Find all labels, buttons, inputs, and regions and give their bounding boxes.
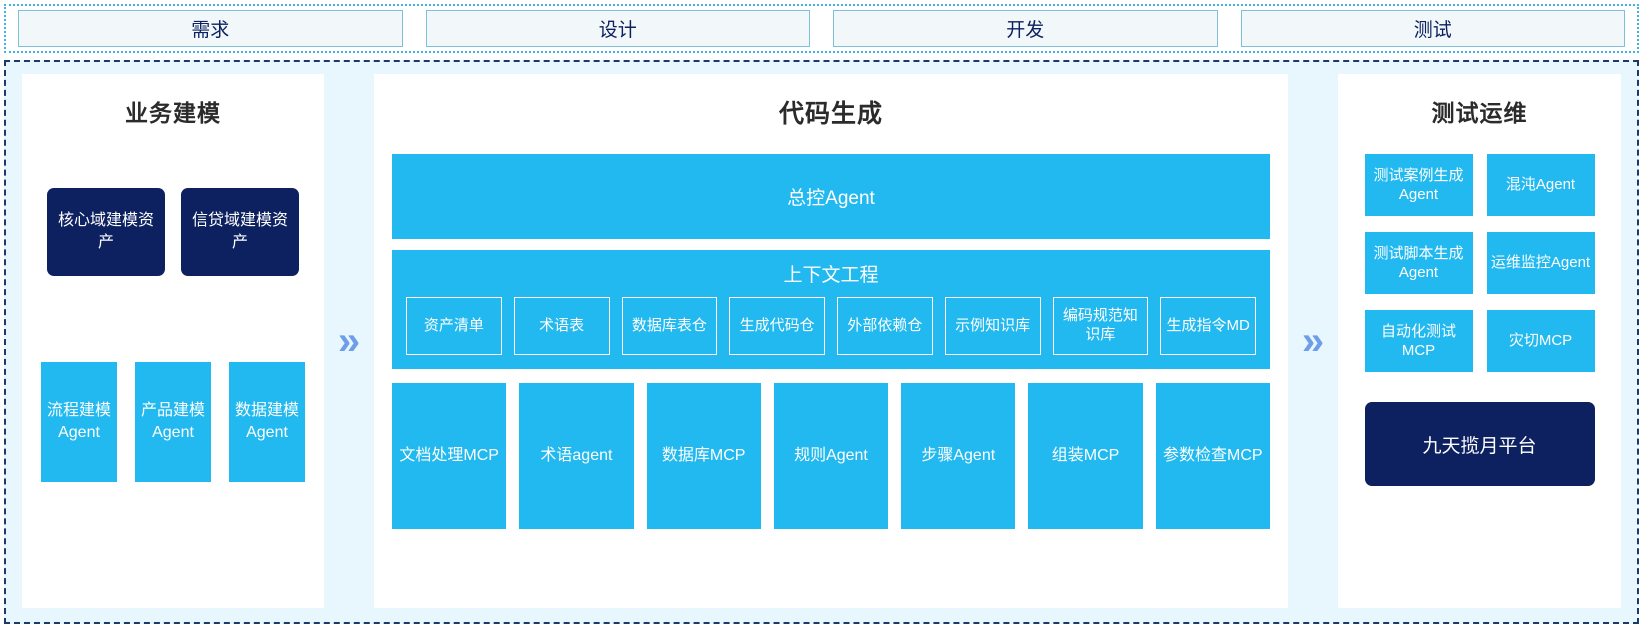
agent-process-modeling[interactable]: 流程建模Agent [41, 362, 117, 482]
asset-credit-domain-modeling[interactable]: 信贷域建模资产 [181, 188, 299, 276]
test-case-generation-agent[interactable]: 测试案例生成Agent [1364, 154, 1473, 216]
tool-label: 文档处理MCP [399, 447, 499, 465]
context-item-example-knowledge-base[interactable]: 示例知识库 [944, 297, 1041, 355]
platform-label: 九天揽月平台 [1422, 435, 1537, 457]
tool-label: 组装MCP [1051, 447, 1120, 465]
context-item-label: 数据库表仓 [631, 316, 707, 334]
asset-label: 核心域建模资产 [57, 212, 154, 251]
agent-label: 数据建模Agent [234, 401, 299, 441]
phase-label: 测试 [1413, 20, 1452, 41]
context-item-coding-standard-knowledge-base[interactable]: 编码规范知识库 [1052, 297, 1149, 355]
tool-label: 规则Agent [794, 447, 868, 465]
tool-document-processing-mcp[interactable]: 文档处理MCP [392, 383, 507, 529]
context-item-asset-list[interactable]: 资产清单 [406, 297, 502, 355]
panel-title-code-generation: 代码生成 [778, 100, 883, 128]
context-item-label: 生成代码仓 [739, 316, 815, 334]
business-assets-row: 核心域建模资产 信贷域建模资产 [47, 188, 299, 276]
phase-box-development[interactable]: 开发 [833, 10, 1218, 47]
test-operations-grid: 测试案例生成Agent 混沌Agent 测试脚本生成Agent 运维监控Agen… [1364, 154, 1595, 372]
context-item-generation-instruction-md[interactable]: 生成指令MD [1160, 297, 1256, 355]
tool-label: 步骤Agent [921, 447, 996, 465]
context-item-glossary[interactable]: 术语表 [513, 297, 610, 355]
panel-business-modeling: 业务建模 核心域建模资产 信贷域建模资产 流程建模Agent 产品建模Agent… [22, 74, 324, 608]
main-diagram-area: 业务建模 核心域建模资产 信贷域建模资产 流程建模Agent 产品建模Agent… [4, 60, 1639, 624]
tool-assembly-mcp[interactable]: 组装MCP [1028, 383, 1143, 529]
context-item-external-dependency-repo[interactable]: 外部依赖仓 [837, 297, 933, 355]
box-label: 运维监控Agent [1490, 254, 1591, 272]
context-item-label: 外部依赖仓 [847, 316, 923, 334]
phase-box-requirements[interactable]: 需求 [18, 10, 403, 47]
chevron-right-icon-left: » [324, 74, 374, 608]
master-control-agent[interactable]: 总控Agent [392, 154, 1270, 239]
disaster-recovery-mcp[interactable]: 灾切MCP [1486, 310, 1595, 372]
jiutian-lanyue-platform[interactable]: 九天揽月平台 [1364, 402, 1595, 486]
phase-label: 需求 [191, 20, 230, 41]
context-item-db-table-repo[interactable]: 数据库表仓 [621, 297, 718, 355]
agent-label: 流程建模Agent [46, 401, 111, 441]
tool-label: 参数检查MCP [1163, 447, 1263, 465]
context-item-label: 编码规范知识库 [1062, 307, 1138, 343]
operations-monitoring-agent[interactable]: 运维监控Agent [1486, 232, 1595, 294]
box-label: 混沌Agent [1505, 176, 1576, 194]
asset-label: 信贷域建模资产 [191, 212, 288, 251]
context-items-row: 资产清单 术语表 数据库表仓 生成代码仓 外部依赖仓 示例知 [406, 297, 1256, 355]
phase-box-testing[interactable]: 测试 [1240, 10, 1625, 47]
context-item-label: 资产清单 [423, 316, 484, 334]
tool-rule-agent[interactable]: 规则Agent [773, 383, 889, 529]
context-item-generated-code-repo[interactable]: 生成代码仓 [729, 297, 825, 355]
agent-product-modeling[interactable]: 产品建模Agent [135, 362, 211, 482]
asset-core-domain-modeling[interactable]: 核心域建模资产 [47, 188, 165, 276]
test-script-generation-agent[interactable]: 测试脚本生成Agent [1364, 232, 1473, 294]
box-label: 自动化测试MCP [1380, 322, 1456, 360]
context-engineering-block: 上下文工程 资产清单 术语表 数据库表仓 生成代码仓 外部依赖仓 [392, 250, 1270, 369]
context-engineering-title: 上下文工程 [783, 265, 879, 286]
business-agents-row: 流程建模Agent 产品建模Agent 数据建模Agent [41, 362, 305, 482]
agent-data-modeling[interactable]: 数据建模Agent [229, 362, 305, 482]
automated-testing-mcp[interactable]: 自动化测试MCP [1364, 310, 1473, 372]
chevron-glyph: » [1301, 319, 1325, 363]
tool-label: 数据库MCP [661, 447, 746, 465]
chevron-glyph: » [337, 319, 361, 363]
tool-label: 术语agent [540, 447, 613, 465]
tool-step-agent[interactable]: 步骤Agent [901, 383, 1016, 529]
agent-label: 产品建模Agent [140, 401, 205, 441]
box-label: 测试案例生成Agent [1373, 166, 1464, 204]
panel-test-operations: 测试运维 测试案例生成Agent 混沌Agent 测试脚本生成Agent 运维监… [1338, 74, 1621, 608]
phase-box-design[interactable]: 设计 [425, 10, 810, 47]
context-item-label: 示例知识库 [955, 316, 1031, 334]
master-agent-label: 总控Agent [787, 188, 875, 209]
context-item-label: 生成指令MD [1166, 316, 1250, 334]
tool-parameter-check-mcp[interactable]: 参数检查MCP [1155, 383, 1270, 529]
box-label: 灾切MCP [1508, 332, 1573, 350]
code-generation-tools-row: 文档处理MCP 术语agent 数据库MCP 规则Agent 步骤Agent 组… [392, 383, 1270, 529]
chaos-agent[interactable]: 混沌Agent [1486, 154, 1595, 216]
phase-strip: 需求 设计 开发 测试 [4, 4, 1639, 53]
panel-title-business-modeling: 业务建模 [125, 100, 221, 126]
chevron-right-icon-right: » [1288, 74, 1338, 608]
box-label: 测试脚本生成Agent [1373, 244, 1464, 282]
code-generation-stack: 总控Agent 上下文工程 资产清单 术语表 数据库表仓 生成代码仓 [392, 154, 1270, 529]
phase-label: 设计 [598, 20, 637, 41]
panel-title-test-operations: 测试运维 [1431, 100, 1528, 126]
panel-code-generation: 代码生成 总控Agent 上下文工程 资产清单 术语表 数据库表仓 [374, 74, 1288, 608]
context-item-label: 术语表 [539, 316, 585, 334]
tool-database-mcp[interactable]: 数据库MCP [646, 383, 761, 529]
tool-glossary-agent[interactable]: 术语agent [519, 383, 634, 529]
phase-label: 开发 [1006, 20, 1045, 41]
